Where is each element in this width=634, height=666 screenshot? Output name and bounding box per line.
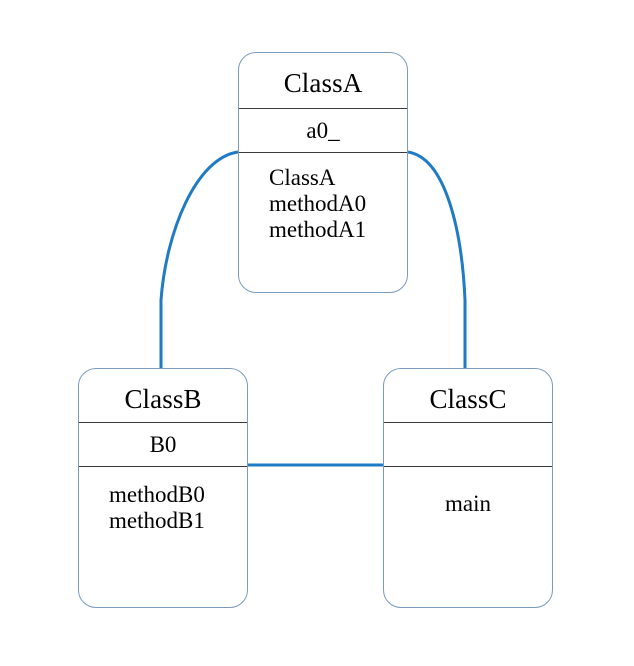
method-list: main — [384, 491, 552, 517]
compartment-separator — [239, 108, 407, 109]
compartment-separator — [79, 422, 247, 423]
attribute-item: B0 — [149, 431, 177, 457]
compartment-separator — [239, 152, 407, 153]
methods-compartment-classc: main — [384, 491, 552, 517]
method-item: methodB1 — [109, 507, 205, 533]
class-box-classa[interactable]: ClassA a0_ ClassA methodA0 methodA1 — [238, 52, 408, 293]
class-name-classc: ClassC — [429, 384, 507, 414]
method-list: ClassA methodA0 methodA1 — [239, 165, 407, 242]
compartment-separator — [384, 422, 552, 423]
attributes-compartment-classc — [384, 422, 552, 466]
method-item: methodB0 — [109, 482, 205, 507]
attributes-compartment-classb: B0 — [79, 422, 247, 466]
connector-classa-classc — [407, 150, 467, 368]
methods-compartment-classa: ClassA methodA0 methodA1 — [239, 165, 407, 242]
attribute-item: a0_ — [306, 117, 340, 143]
compartment-separator — [79, 466, 247, 467]
method-item: methodA0 — [269, 190, 367, 216]
attributes-compartment-classa: a0_ — [239, 108, 407, 152]
compartment-separator — [384, 466, 552, 467]
method-list: methodB0 methodB1 — [79, 482, 247, 534]
method-item: methodA1 — [269, 216, 367, 242]
class-box-classb[interactable]: ClassB B0 methodB0 methodB1 — [78, 368, 248, 608]
class-box-classc[interactable]: ClassC main — [383, 368, 553, 608]
methods-compartment-classb: methodB0 methodB1 — [79, 482, 247, 534]
method-item: main — [445, 491, 491, 516]
class-name-classa: ClassA — [283, 68, 363, 98]
class-name-classb: ClassB — [124, 384, 202, 414]
method-item: ClassA — [269, 165, 336, 190]
connector-classa-classb — [159, 150, 239, 368]
